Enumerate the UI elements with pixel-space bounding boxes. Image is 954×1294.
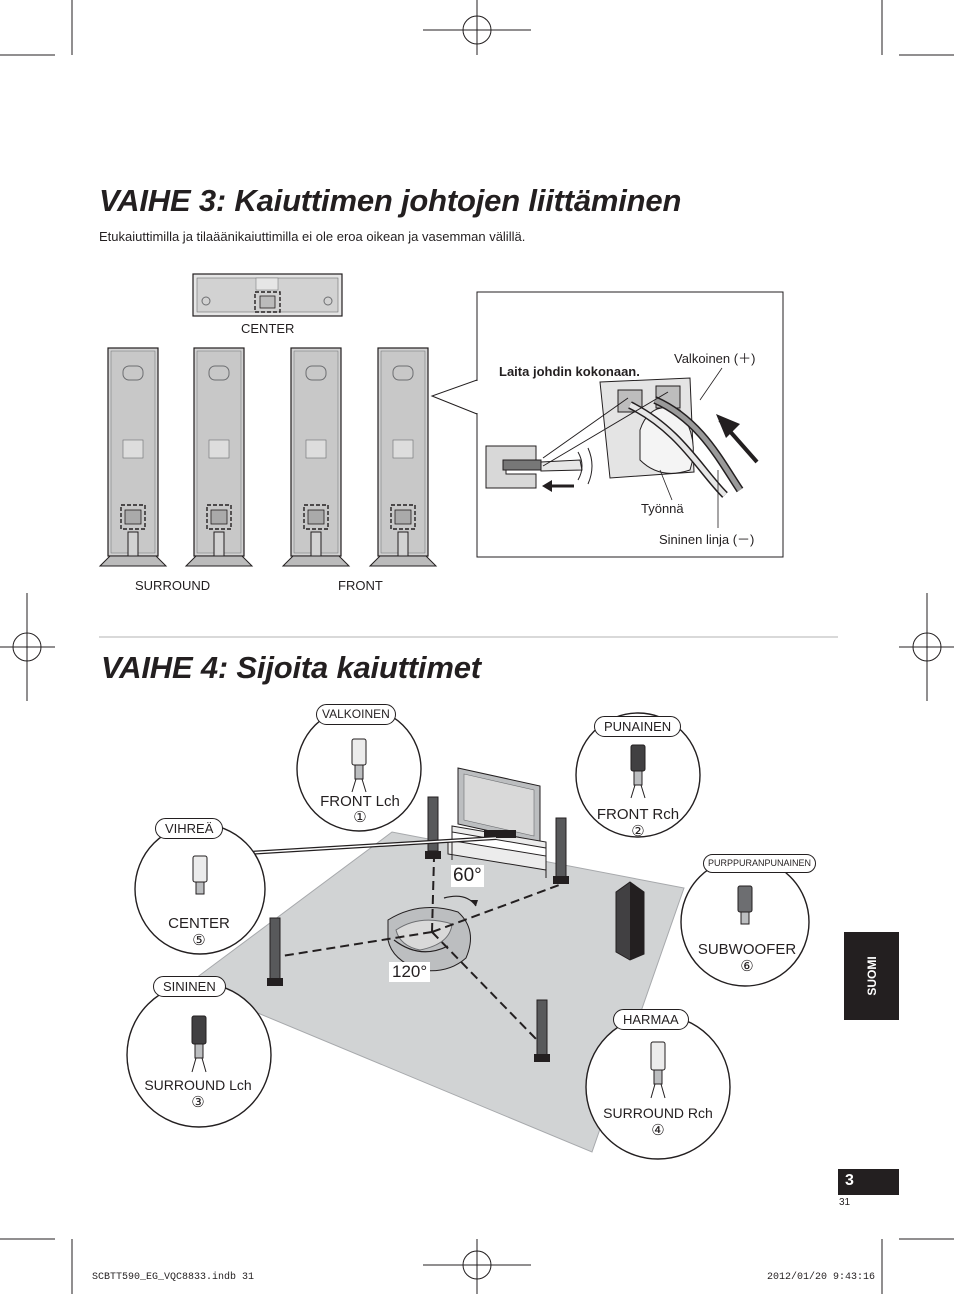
tall-speaker-3	[281, 347, 351, 567]
connector-color-label: HARMAA	[613, 1009, 689, 1030]
center-label: CENTER	[241, 321, 295, 336]
step4-title: VAIHE 4: Sijoita kaiuttimet	[101, 650, 481, 685]
connector-name: SURROUND Lch	[144, 1077, 252, 1093]
connector-color-label: PUNAINEN	[594, 716, 682, 737]
surround-left-speaker	[267, 917, 283, 986]
connector-number: ③	[191, 1094, 205, 1111]
connector-name: CENTER	[168, 915, 230, 932]
connector-number: ②	[631, 823, 645, 840]
connector-color-label: SININEN	[153, 976, 226, 997]
connector-number: ①	[353, 809, 367, 826]
connector-color-label: PURPPURANPUNAINEN	[703, 854, 817, 873]
subwoofer-illustration	[615, 881, 645, 961]
angle-60: 60°	[451, 865, 484, 887]
step3-subtitle: Etukaiuttimilla ja tilaäänikaiuttimilla …	[99, 229, 526, 244]
front-right-speaker	[553, 817, 569, 884]
footer-file: SCBTT590_EG_VQC8833.indb 31	[92, 1272, 255, 1283]
connector-number: ④	[651, 1122, 665, 1139]
surround-label: SURROUND	[135, 578, 211, 593]
white-label: Valkoinen (＋)	[674, 351, 756, 366]
footer-timestamp: 2012/01/20 9:43:16	[767, 1272, 876, 1283]
page-number-box: 3	[838, 1169, 899, 1195]
tv-illustration	[447, 767, 547, 878]
connector-name: SUBWOOFER	[697, 941, 797, 958]
connector-name: FRONT Rch	[596, 806, 680, 823]
tall-speaker-4	[368, 347, 438, 567]
front-label: FRONT	[338, 578, 383, 593]
callout-instruction: Laita johdin kokonaan.	[499, 364, 640, 379]
connector-color-label: VALKOINEN	[316, 704, 396, 725]
step3-title: VAIHE 3: Kaiuttimen johtojen liittäminen	[99, 183, 682, 218]
push-label: Työnnä	[641, 501, 684, 516]
plug-icons	[191, 738, 753, 1099]
connector-name: SURROUND Rch	[603, 1105, 713, 1121]
angle-120: 120°	[389, 962, 431, 982]
center-speaker-illustration	[192, 273, 343, 317]
page-number: 3	[845, 1172, 854, 1189]
page-sub-number: 31	[839, 1197, 851, 1208]
connector-name: FRONT Lch	[320, 793, 400, 810]
language-tab-label: SUOMI	[864, 956, 879, 996]
tall-speaker-1	[98, 347, 168, 567]
connector-number: ⑤	[192, 932, 206, 949]
listener-sofa	[387, 907, 471, 972]
connector-number: ⑥	[740, 958, 754, 975]
tall-speaker-2	[184, 347, 254, 567]
front-left-speaker	[425, 796, 441, 859]
blue-line-label: Sininen linja (－)	[659, 532, 755, 547]
surround-right-speaker	[534, 999, 550, 1062]
language-tab: SUOMI	[844, 932, 899, 1020]
connector-color-label: VIHREÄ	[155, 818, 224, 839]
wiring-callout	[430, 291, 784, 558]
